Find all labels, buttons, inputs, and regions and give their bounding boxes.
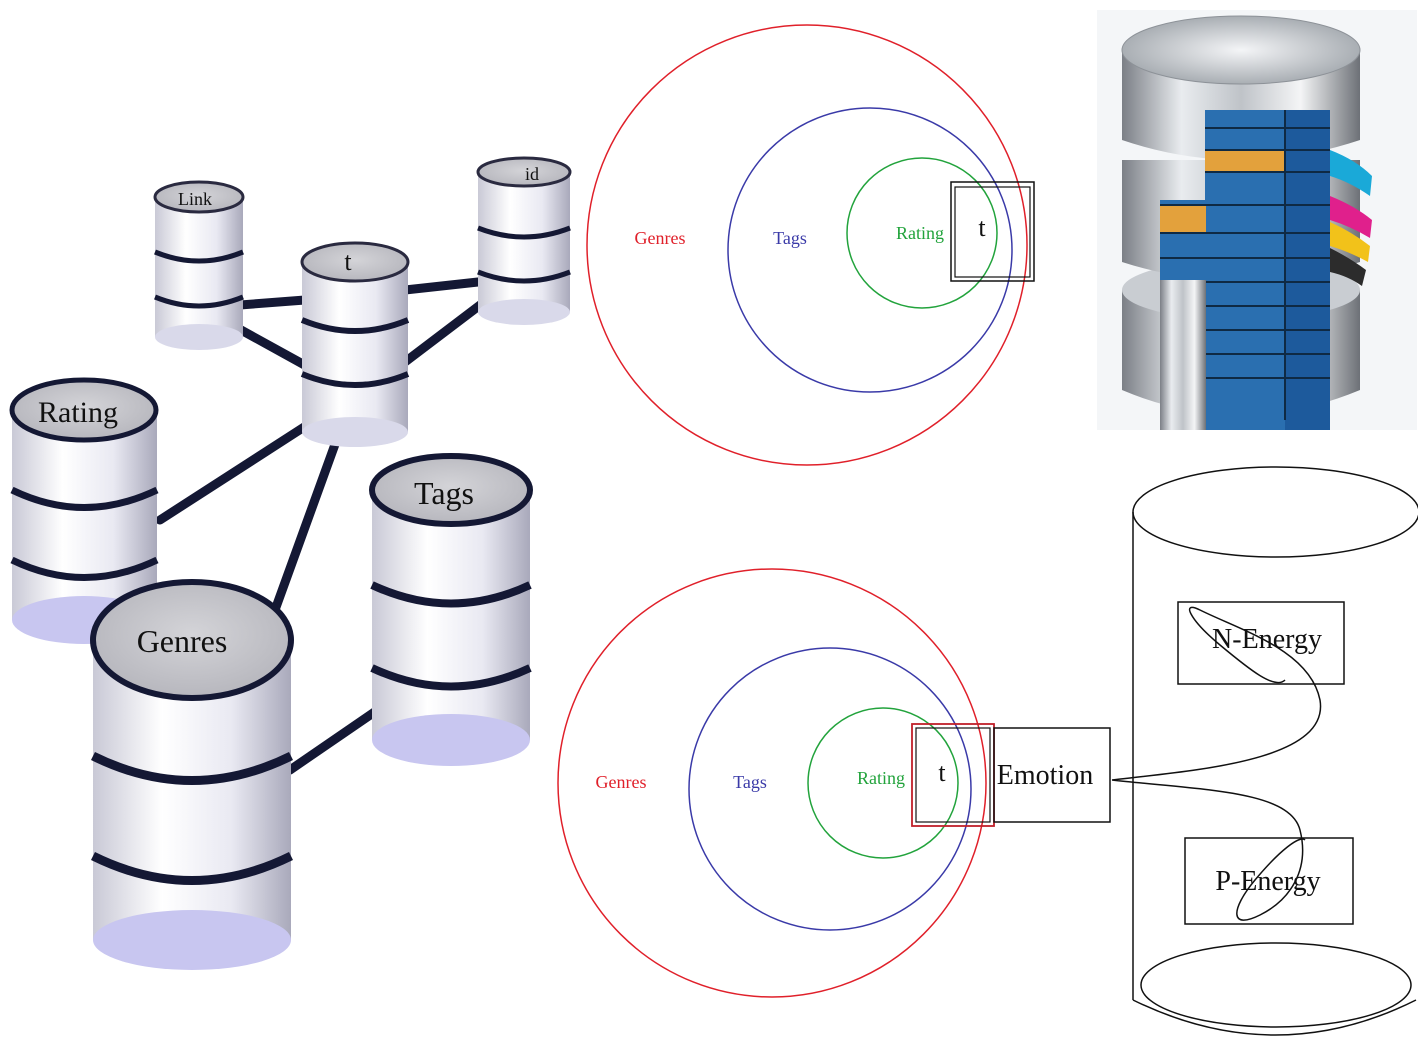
- energy-store-bottom: [1140, 942, 1412, 1028]
- database-icon: [1097, 10, 1417, 430]
- database-icon-cutout: [1160, 110, 1330, 430]
- venn-top: Genres Tags Rating t: [586, 24, 1035, 466]
- n-energy-label: N-Energy: [1212, 624, 1322, 655]
- db-link: Link: [153, 180, 245, 350]
- venn-top-rating-circle: [846, 157, 998, 309]
- n-energy-box: [1177, 601, 1345, 685]
- link-link-t-lower: [227, 320, 315, 373]
- venn-top-rating-label: Rating: [896, 223, 944, 243]
- link-t-genres: [270, 420, 347, 615]
- link-link-t: [235, 295, 310, 310]
- venn-bottom: Genres Tags Rating t Emotion: [557, 568, 1111, 998]
- network-links: [155, 277, 497, 775]
- venn-bottom-genres-label: Genres: [596, 772, 647, 792]
- venn-top-genres-circle: [586, 24, 1028, 466]
- venn-bottom-t-label: t: [938, 758, 946, 787]
- p-energy-label: P-Energy: [1215, 866, 1320, 897]
- venn-top-t-label: t: [978, 213, 986, 242]
- venn-bottom-tags-circle: [688, 647, 972, 931]
- db-id-label: id: [525, 164, 539, 184]
- venn-bottom-genres-circle: [557, 568, 987, 998]
- db-link-label: Link: [178, 189, 212, 209]
- database-network: Link id t Rating: [9, 156, 572, 970]
- venn-top-genres-label: Genres: [635, 228, 686, 248]
- db-t: t: [300, 241, 410, 447]
- venn-top-tags-label: Tags: [773, 228, 807, 248]
- db-id: id: [476, 156, 572, 325]
- emotion-box: [993, 727, 1111, 823]
- db-t-label: t: [344, 247, 352, 276]
- venn-top-t-box: [950, 181, 1035, 282]
- venn-bottom-rating-circle: [807, 707, 959, 859]
- link-t-rating: [155, 415, 320, 525]
- energy-store-top: [1132, 466, 1418, 558]
- p-energy-box: [1184, 837, 1354, 925]
- venn-bottom-t-box-inner: [915, 727, 991, 823]
- db-tags: Tags: [369, 453, 533, 766]
- db-tags-label: Tags: [414, 475, 474, 511]
- link-id-t: [400, 277, 483, 295]
- energy-store: N-Energy P-Energy: [1111, 466, 1418, 1036]
- venn-bottom-rating-label: Rating: [857, 768, 905, 788]
- venn-top-tags-circle: [727, 107, 1013, 393]
- emotion-label: Emotion: [997, 760, 1093, 791]
- venn-bottom-tags-label: Tags: [733, 772, 767, 792]
- energy-spiral: [1111, 606, 1322, 921]
- link-id-t-lower: [400, 291, 497, 367]
- venn-top-t-box-inner: [954, 186, 1031, 278]
- db-rating-label: Rating: [38, 396, 118, 429]
- db-genres-label: Genres: [137, 623, 228, 659]
- db-genres: Genres: [90, 579, 294, 970]
